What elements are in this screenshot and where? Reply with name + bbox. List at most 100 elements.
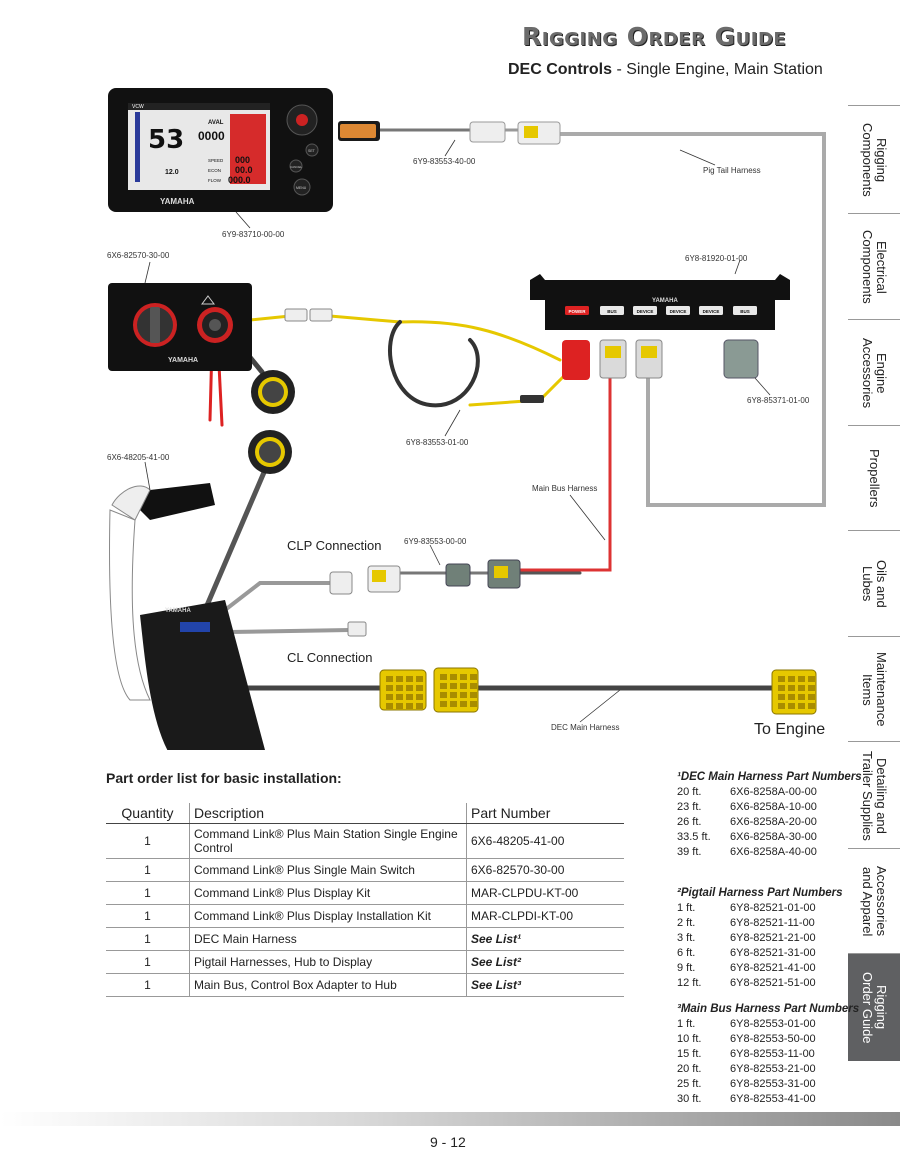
connector-pin (440, 674, 447, 680)
list-part-number: 6X6-8258A-40-00 (730, 846, 817, 858)
list-item: 30 ft.6Y8-82553-41-00 (677, 1093, 859, 1108)
connector-pin (798, 685, 805, 691)
sidebar-tab[interactable]: Rigging Order Guide (848, 953, 900, 1061)
switch-harness-loop (388, 320, 480, 408)
list-length: 10 ft. (677, 1033, 702, 1045)
connector-pin (808, 676, 815, 682)
sidebar-tab-label: Rigging Components (860, 123, 889, 197)
label-to-engine: To Engine (754, 721, 826, 738)
cell-description: Command Link® Plus Main Station Single E… (189, 823, 467, 859)
display-vcw: VCW (132, 104, 144, 110)
list-length: 23 ft. (677, 801, 702, 813)
connector-pin (470, 692, 477, 698)
switch-harness-splice (520, 395, 544, 403)
connector-pin (386, 694, 393, 700)
label-control-pn: 6X6-48205-41-00 (107, 453, 170, 462)
list-item: 20 ft.6Y8-82553-21-00 (677, 1063, 859, 1078)
connector-pin (396, 694, 403, 700)
connector-pin (396, 685, 403, 691)
cl-connector (347, 621, 367, 637)
sidebar-tab[interactable]: Detailing and Trailer Supplies (848, 741, 900, 849)
display-menu-button: MENU (296, 186, 307, 190)
display-volt: 12.0 (165, 169, 179, 176)
list-length: 9 ft. (677, 962, 696, 974)
list-length: 30 ft. (677, 1093, 702, 1105)
switch-harness-socket (309, 308, 333, 322)
page-subtitle: DEC Controls - Single Engine, Main Stati… (508, 61, 823, 79)
subtitle-bold: DEC Controls (508, 61, 612, 78)
connector-pin (788, 685, 795, 691)
list-part-number: 6Y8-82553-11-00 (730, 1048, 815, 1060)
leader-clp-adapter (429, 544, 441, 566)
clp-connector-control (329, 571, 353, 595)
cell-description: Command Link® Plus Single Main Switch (189, 858, 467, 882)
sidebar-tab[interactable]: Electrical Components (848, 213, 900, 320)
connector-pin (406, 685, 413, 691)
sidebar-tab-label: Rigging Order Guide (860, 971, 889, 1044)
connector-pin (788, 703, 795, 709)
list-length: 1 ft. (677, 1018, 696, 1030)
sidebar-tab[interactable]: Accessories and Apparel (848, 848, 900, 954)
list-part-number: 6Y8-82553-01-00 (730, 1018, 816, 1030)
header-description: Description (189, 803, 467, 824)
list-length: 15 ft. (677, 1048, 702, 1060)
clp-adapter-connector-b (445, 563, 471, 587)
sidebar-tab-label: Maintenance Items (860, 652, 889, 727)
connector-pin (396, 703, 403, 709)
sidebar-tab[interactable]: Propellers (848, 425, 900, 531)
leader-main-bus (569, 494, 606, 541)
leader-switch (144, 261, 151, 284)
list-item: 10 ft.6Y8-82553-50-00 (677, 1033, 859, 1048)
sidebar-tab[interactable]: Rigging Components (848, 105, 900, 214)
cell-description: Main Bus, Control Box Adapter to Hub (189, 973, 467, 997)
leader-dec-harness (579, 689, 621, 723)
leader-terminator (754, 377, 771, 396)
label-switch-pn: 6X6-82570-30-00 (107, 251, 170, 260)
list-part-number: 6Y8-82521-01-00 (730, 902, 816, 914)
list-part-number: 6X6-8258A-10-00 (730, 801, 817, 813)
label-switch-harness-pn: 6Y8-83553-01-00 (406, 438, 469, 447)
header-part-number: Part Number (466, 803, 624, 824)
connector-pin (798, 676, 805, 682)
cell-quantity: 1 (106, 858, 190, 882)
label-clp-connection: CLP Connection (287, 538, 382, 553)
cl-connection-wire (228, 628, 352, 634)
cell-part-number: See List² (466, 950, 624, 974)
leader-hub (734, 259, 741, 275)
connector-pin (470, 683, 477, 689)
sidebar-tab[interactable]: Maintenance Items (848, 636, 900, 742)
sidebar-tab-label: Propellers (867, 449, 882, 508)
hub-port-label: POWER (568, 309, 586, 314)
leader-switch-harness (444, 409, 461, 437)
leader-pigtail (679, 149, 716, 166)
sidebar-tab[interactable]: Oils and Lubes (848, 530, 900, 637)
connector-pin (386, 676, 393, 682)
list-part-number: 6Y8-82553-31-00 (730, 1078, 816, 1090)
list-item: 20 ft.6X6-8258A-00-00 (677, 786, 862, 801)
hub-port (600, 306, 624, 315)
list-item: 33.5 ft.6X6-8258A-30-00 (677, 831, 862, 846)
display-cancel-button: CANCEL (290, 165, 303, 169)
hub-device-connector (635, 339, 663, 379)
sidebar-tab-label: Electrical Components (860, 230, 889, 304)
list-part-number: 6X6-8258A-20-00 (730, 816, 817, 828)
list-part-number: 6Y8-82553-21-00 (730, 1063, 816, 1075)
display-unit: 53 AVAL 0000 VCW 12.0 SPEED 000 ECON 00.… (108, 88, 333, 212)
list-length: 12 ft. (677, 977, 702, 989)
list-item: 1 ft.6Y8-82521-01-00 (677, 902, 843, 917)
switch-harness-plug (284, 308, 308, 322)
sidebar-tab-label: Detailing and Trailer Supplies (860, 750, 889, 841)
sidebar-tab[interactable]: Engine Accessories (848, 319, 900, 426)
list-length: 26 ft. (677, 816, 702, 828)
wiring-diagram: 53 AVAL 0000 VCW 12.0 SPEED 000 ECON 00.… (108, 88, 826, 750)
connector-pin (778, 676, 785, 682)
header-quantity: Quantity (106, 803, 190, 824)
connector-pin (460, 692, 467, 698)
sidebar-tab-label: Oils and Lubes (860, 560, 889, 608)
